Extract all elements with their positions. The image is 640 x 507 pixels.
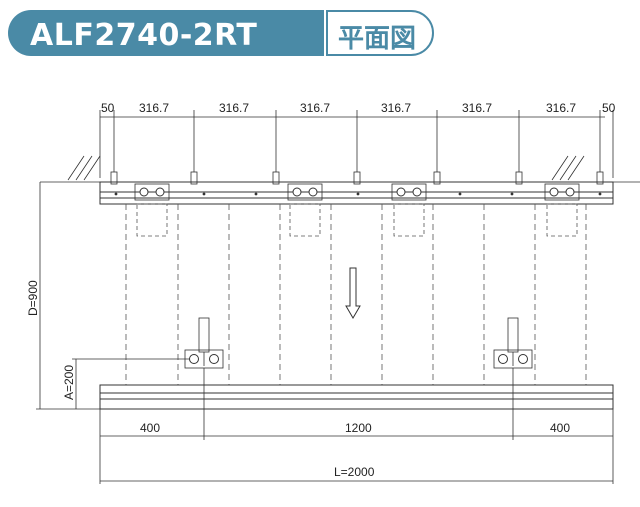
direction-arrow [345, 267, 361, 319]
top-rail [99, 181, 614, 205]
lower-clamp-bolts [189, 354, 528, 364]
support-posts [198, 317, 519, 353]
depth-label: D=900 [26, 280, 40, 316]
dim-bottom-2: 400 [550, 421, 570, 435]
rail-holes [114, 192, 602, 196]
lower-clamp-lines [203, 352, 514, 366]
dim-top-2: 316.7 [219, 101, 249, 115]
lower-clamps [184, 349, 533, 369]
title-badge: ALF2740-2RT [8, 10, 324, 56]
wall-hatch-right [551, 155, 585, 181]
top-dimension-lines [40, 110, 640, 183]
model-title: ALF2740-2RT [30, 18, 258, 53]
depth-dimension [36, 182, 190, 410]
clamp-bolts [139, 187, 575, 197]
anchor-bolts [110, 171, 604, 185]
dim-top-0: 50 [101, 101, 115, 115]
dim-top-6: 316.7 [546, 101, 576, 115]
belt-lanes [125, 204, 587, 385]
dim-bottom-1: 1200 [345, 421, 372, 435]
length-label: L=2000 [334, 465, 375, 479]
top-clamps [134, 183, 580, 201]
dim-top-5: 316.7 [462, 101, 492, 115]
view-label: 平面図 [338, 24, 417, 54]
bottom-dimension-lines [99, 368, 614, 484]
bottom-rail [99, 384, 614, 410]
dim-top-4: 316.7 [381, 101, 411, 115]
dim-bottom-0: 400 [140, 421, 160, 435]
wall-hatch-left [67, 155, 101, 181]
view-label-box: 平面図 [326, 10, 434, 56]
dim-top-7: 50 [602, 101, 616, 115]
dim-top-1: 316.7 [139, 101, 169, 115]
a-offset-label: A=200 [62, 365, 76, 400]
clamp-hidden-outlines [136, 203, 578, 237]
dim-top-3: 316.7 [300, 101, 330, 115]
